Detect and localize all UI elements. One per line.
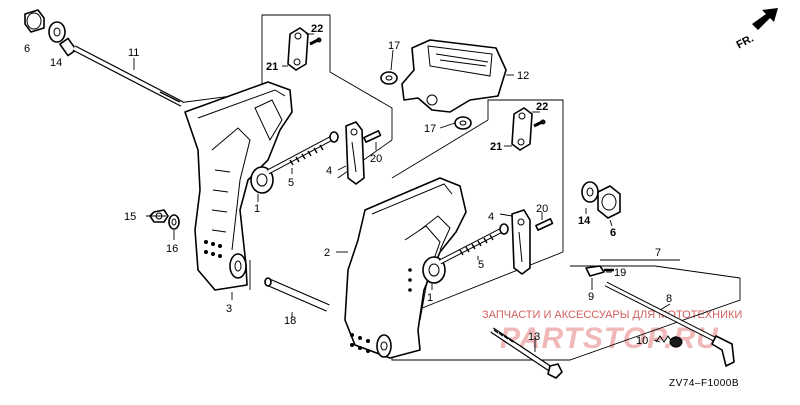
label-part-5: 5 [288, 177, 294, 189]
part-tilt-lever-8 [604, 281, 735, 367]
diagram-code: ZV74–F1000B [669, 378, 739, 389]
label-part-2: 2 [324, 247, 330, 259]
label-part-19: 19 [614, 267, 626, 279]
part-clip-9 [585, 265, 605, 277]
part-capnut-6-right [597, 185, 621, 219]
label-part-18: 18 [284, 315, 296, 327]
part-lever-4-left [345, 121, 365, 185]
label-part-4: 4 [326, 165, 332, 177]
label-part-22b: 22 [536, 101, 548, 113]
part-washer-17-bottom [454, 116, 472, 130]
part-screw-22-right [533, 119, 546, 128]
part-bolt-13 [490, 327, 563, 379]
leader-lines [133, 33, 671, 352]
direction-label: FR. [734, 33, 755, 52]
label-part-16: 16 [166, 243, 178, 255]
part-bushing-1-left [250, 166, 274, 194]
part-bolt-11 [59, 37, 184, 107]
part-link-21-left [287, 27, 309, 71]
part-nut-6-top [24, 9, 45, 33]
label-part-11: 11 [128, 47, 139, 59]
label-part-21: 21 [266, 61, 278, 73]
label-part-14b: 14 [578, 215, 591, 227]
label-part-8: 8 [666, 293, 672, 305]
part-stern-bracket-3 [184, 81, 293, 291]
label-part-17b: 17 [424, 123, 436, 135]
part-holder-12 [401, 39, 507, 113]
part-washer-17-top [380, 71, 398, 85]
watermark-logo: PARTSTOP.RU [500, 322, 719, 355]
label-part-10: 10 [636, 335, 648, 347]
label-part-3: 3 [226, 303, 232, 315]
label-part-17: 17 [388, 40, 400, 52]
label-part-15: 15 [124, 211, 136, 223]
label-part-20b: 20 [536, 203, 548, 215]
label-part-6b: 6 [610, 227, 616, 239]
part-bushing-1-right [422, 256, 446, 284]
part-screw-22-left [309, 37, 322, 46]
label-part-12: 12 [517, 70, 529, 82]
label-part-9: 9 [588, 291, 594, 303]
part-washer-16 [168, 214, 180, 230]
label-part-4b: 4 [488, 211, 494, 223]
part-pin-20-left [363, 130, 382, 143]
label-part-13: 13 [528, 331, 540, 343]
part-stern-bracket-2 [344, 177, 467, 359]
part-spring-rod-5-left [266, 131, 339, 175]
part-washer-14-right [581, 181, 599, 203]
part-spring-rod-5-right [438, 223, 509, 265]
label-part-21b: 21 [490, 141, 502, 153]
label-part-22: 22 [311, 23, 323, 35]
watermark-caption: ЗАПЧАСТИ И АКСЕССУАРЫ ДЛЯ МОТОТЕХНИКИ [482, 309, 742, 321]
part-lever-4-right [511, 209, 531, 275]
label-part-20: 20 [370, 153, 382, 165]
label-part-5b: 5 [478, 259, 484, 271]
part-pin-18 [264, 277, 330, 312]
label-part-14: 14 [50, 57, 62, 69]
part-washer-14-top [48, 21, 66, 43]
label-part-1b: 1 [427, 292, 433, 304]
label-part-7: 7 [655, 247, 661, 259]
part-link-21-right [511, 107, 533, 151]
label-part-6: 6 [24, 43, 30, 55]
part-spring-10 [655, 335, 683, 348]
fr-arrow-icon: FR. [734, 8, 778, 51]
label-part-1: 1 [254, 203, 260, 215]
part-labels: 6 14 11 15 16 1 5 4 20 22 21 17 12 17 22… [24, 23, 672, 347]
part-pin-20-right [535, 218, 554, 231]
